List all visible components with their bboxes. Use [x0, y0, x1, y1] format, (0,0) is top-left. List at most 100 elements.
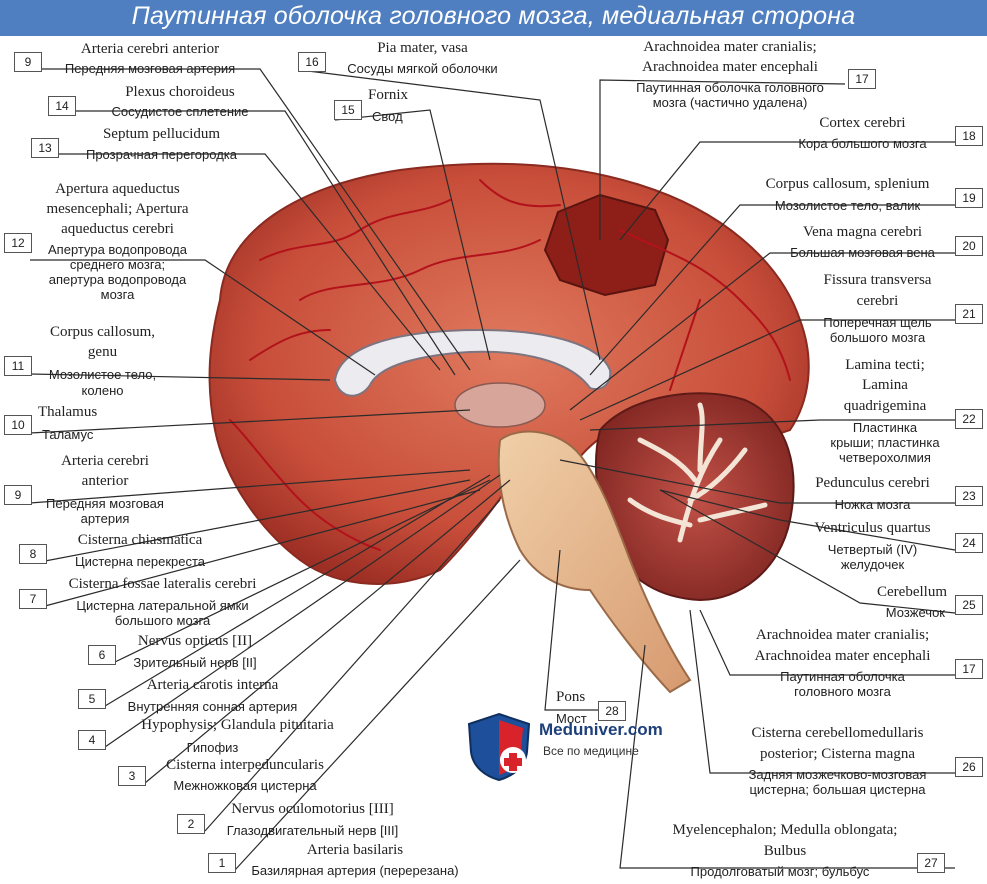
russian-label: Глазодвигательный нерв [III] [226, 823, 399, 838]
russian-label: Базилярная артерия (перерезана) [251, 863, 459, 878]
callout-number: 27 [917, 853, 945, 873]
logo-tagline: Все по медицине [543, 744, 639, 758]
latin-label-2: Bulbus [763, 843, 807, 859]
latin-label-2: genu [87, 344, 118, 360]
russian-label-2: цистерна; большая цистерна [749, 782, 926, 797]
russian-label: Внутренняя сонная артерия [127, 699, 298, 714]
latin-label: Arteria carotis interna [146, 677, 279, 693]
russian-label: Мозолистое тело, валик [774, 198, 921, 213]
latin-label: Nervus opticus [II] [137, 633, 253, 649]
callout-number: 2 [177, 814, 205, 834]
callout-number: 19 [955, 188, 983, 208]
russian-label-1: Четвертый (IV) [827, 542, 918, 557]
russian-label-3: апертура водопровода [48, 272, 187, 287]
callout-number: 20 [955, 236, 983, 256]
russian-label: Большая мозговая вена [790, 245, 935, 260]
russian-label: Мост [556, 711, 587, 726]
russian-label: Мозжечок [885, 605, 945, 620]
latin-label-1: Arachnoidea mater cranialis; [643, 39, 817, 55]
latin-label: Pia mater, vasa [377, 40, 468, 56]
russian-label-1: Цистерна латеральной ямки [76, 598, 249, 613]
callout-number: 28 [598, 701, 626, 721]
latin-label: Hypophysis; Glandula pituitaria [141, 717, 334, 733]
russian-label: Прозрачная перегородка [85, 147, 237, 162]
latin-label-2: Lamina [862, 377, 908, 393]
callout-number: 3 [118, 766, 146, 786]
russian-label-2: колено [81, 383, 124, 398]
latin-label: Cerebellum [877, 584, 947, 600]
callout-number: 14 [48, 96, 76, 116]
russian-label: Цистерна перекреста [74, 554, 206, 569]
latin-label-2: anterior [81, 473, 129, 489]
russian-label: Ножка мозга [834, 497, 911, 512]
latin-label: Arteria basilaris [306, 842, 404, 858]
latin-label-1: Lamina tecti; [845, 357, 925, 373]
russian-label-2: крыши; пластинка [830, 435, 940, 450]
latin-label: Ventriculus quartus [814, 520, 931, 536]
russian-label-2: желудочек [840, 557, 905, 572]
latin-label: Pedunculus cerebri [815, 475, 930, 491]
thalamus-shape [454, 382, 546, 428]
russian-label-2: большого мозга [829, 330, 926, 345]
russian-label-4: мозга [100, 287, 135, 302]
callout-number: 18 [955, 126, 983, 146]
callout-number: 15 [334, 100, 362, 120]
latin-label: Plexus choroideus [125, 84, 235, 100]
russian-label: Кора большого мозга [798, 136, 927, 151]
callout-number: 10 [4, 415, 32, 435]
russian-label-2: мозга (частично удалена) [652, 95, 808, 110]
callout-number: 16 [298, 52, 326, 72]
latin-label-1: Arachnoidea mater cranialis; [755, 627, 930, 643]
latin-label: Cisterna interpeduncularis [166, 757, 324, 773]
russian-label: Свод [372, 109, 403, 124]
callout-number: 6 [88, 645, 116, 665]
callout-number: 23 [955, 486, 983, 506]
latin-label: Septum pellucidum [102, 126, 221, 142]
leader-lines [29, 68, 956, 871]
russian-label: Сосудистое сплетение [111, 104, 249, 119]
callout-number: 13 [31, 138, 59, 158]
latin-label-2: Arachnoidea mater encephali [642, 59, 818, 75]
latin-label-3: quadrigemina [843, 398, 927, 414]
callout-number: 9 [4, 485, 32, 505]
latin-label: Pons [556, 689, 586, 705]
russian-label-2: среднего мозга; [69, 257, 166, 272]
latin-label-1: Apertura aqueductus [55, 181, 180, 197]
latin-label-1: Myelencephalon; Medulla oblongata; [672, 822, 898, 838]
russian-label-1: Мозолистое тело, [48, 367, 157, 382]
latin-label: Cisterna chiasmatica [77, 532, 203, 548]
latin-label-1: Fissura transversa [823, 272, 932, 288]
latin-label: Fornix [368, 87, 409, 103]
corpus-callosum-shape [333, 328, 612, 397]
latin-label: Cisterna fossae lateralis cerebri [68, 576, 257, 592]
russian-label: Зрительный нерв [II] [133, 655, 257, 670]
russian-label-1: Паутинная оболочка головного [636, 80, 824, 95]
latin-label: Thalamus [38, 404, 98, 420]
callout-number: 1 [208, 853, 236, 873]
latin-label-2: posterior; Cisterna magna [760, 746, 915, 762]
russian-label-2: большого мозга [114, 613, 211, 628]
latin-label-2: cerebri [856, 293, 899, 309]
russian-label: Сосуды мягкой оболочки [347, 61, 498, 76]
russian-label-1: Поперечная щель [823, 315, 932, 330]
latin-label-3: aqueductus cerebri [61, 221, 174, 237]
russian-label-2: артерия [80, 511, 130, 526]
russian-label: Межножковая цистерна [173, 778, 317, 793]
callout-number: 17 [955, 659, 983, 679]
page-title: Паутинная оболочка головного мозга, меди… [131, 2, 856, 30]
latin-label-1: Corpus callosum, [50, 324, 155, 340]
russian-label-1: Задняя мозжечково-мозговая [748, 767, 927, 782]
russian-label: Продолговатый мозг; бульбус [690, 864, 870, 879]
callout-number: 22 [955, 409, 983, 429]
russian-label-2: головного мозга [794, 684, 891, 699]
latin-label-2: mesencephali; Apertura [46, 201, 189, 217]
arachnoid-window [543, 193, 670, 297]
callout-number: 9 [14, 52, 42, 72]
callout-number: 25 [955, 595, 983, 615]
meduniver-logo[interactable]: Meduniver.com Все по медицине [467, 712, 663, 787]
callout-number: 11 [4, 356, 32, 376]
russian-label: Таламус [42, 427, 94, 442]
callout-number: 5 [78, 689, 106, 709]
callout-number: 12 [4, 233, 32, 253]
